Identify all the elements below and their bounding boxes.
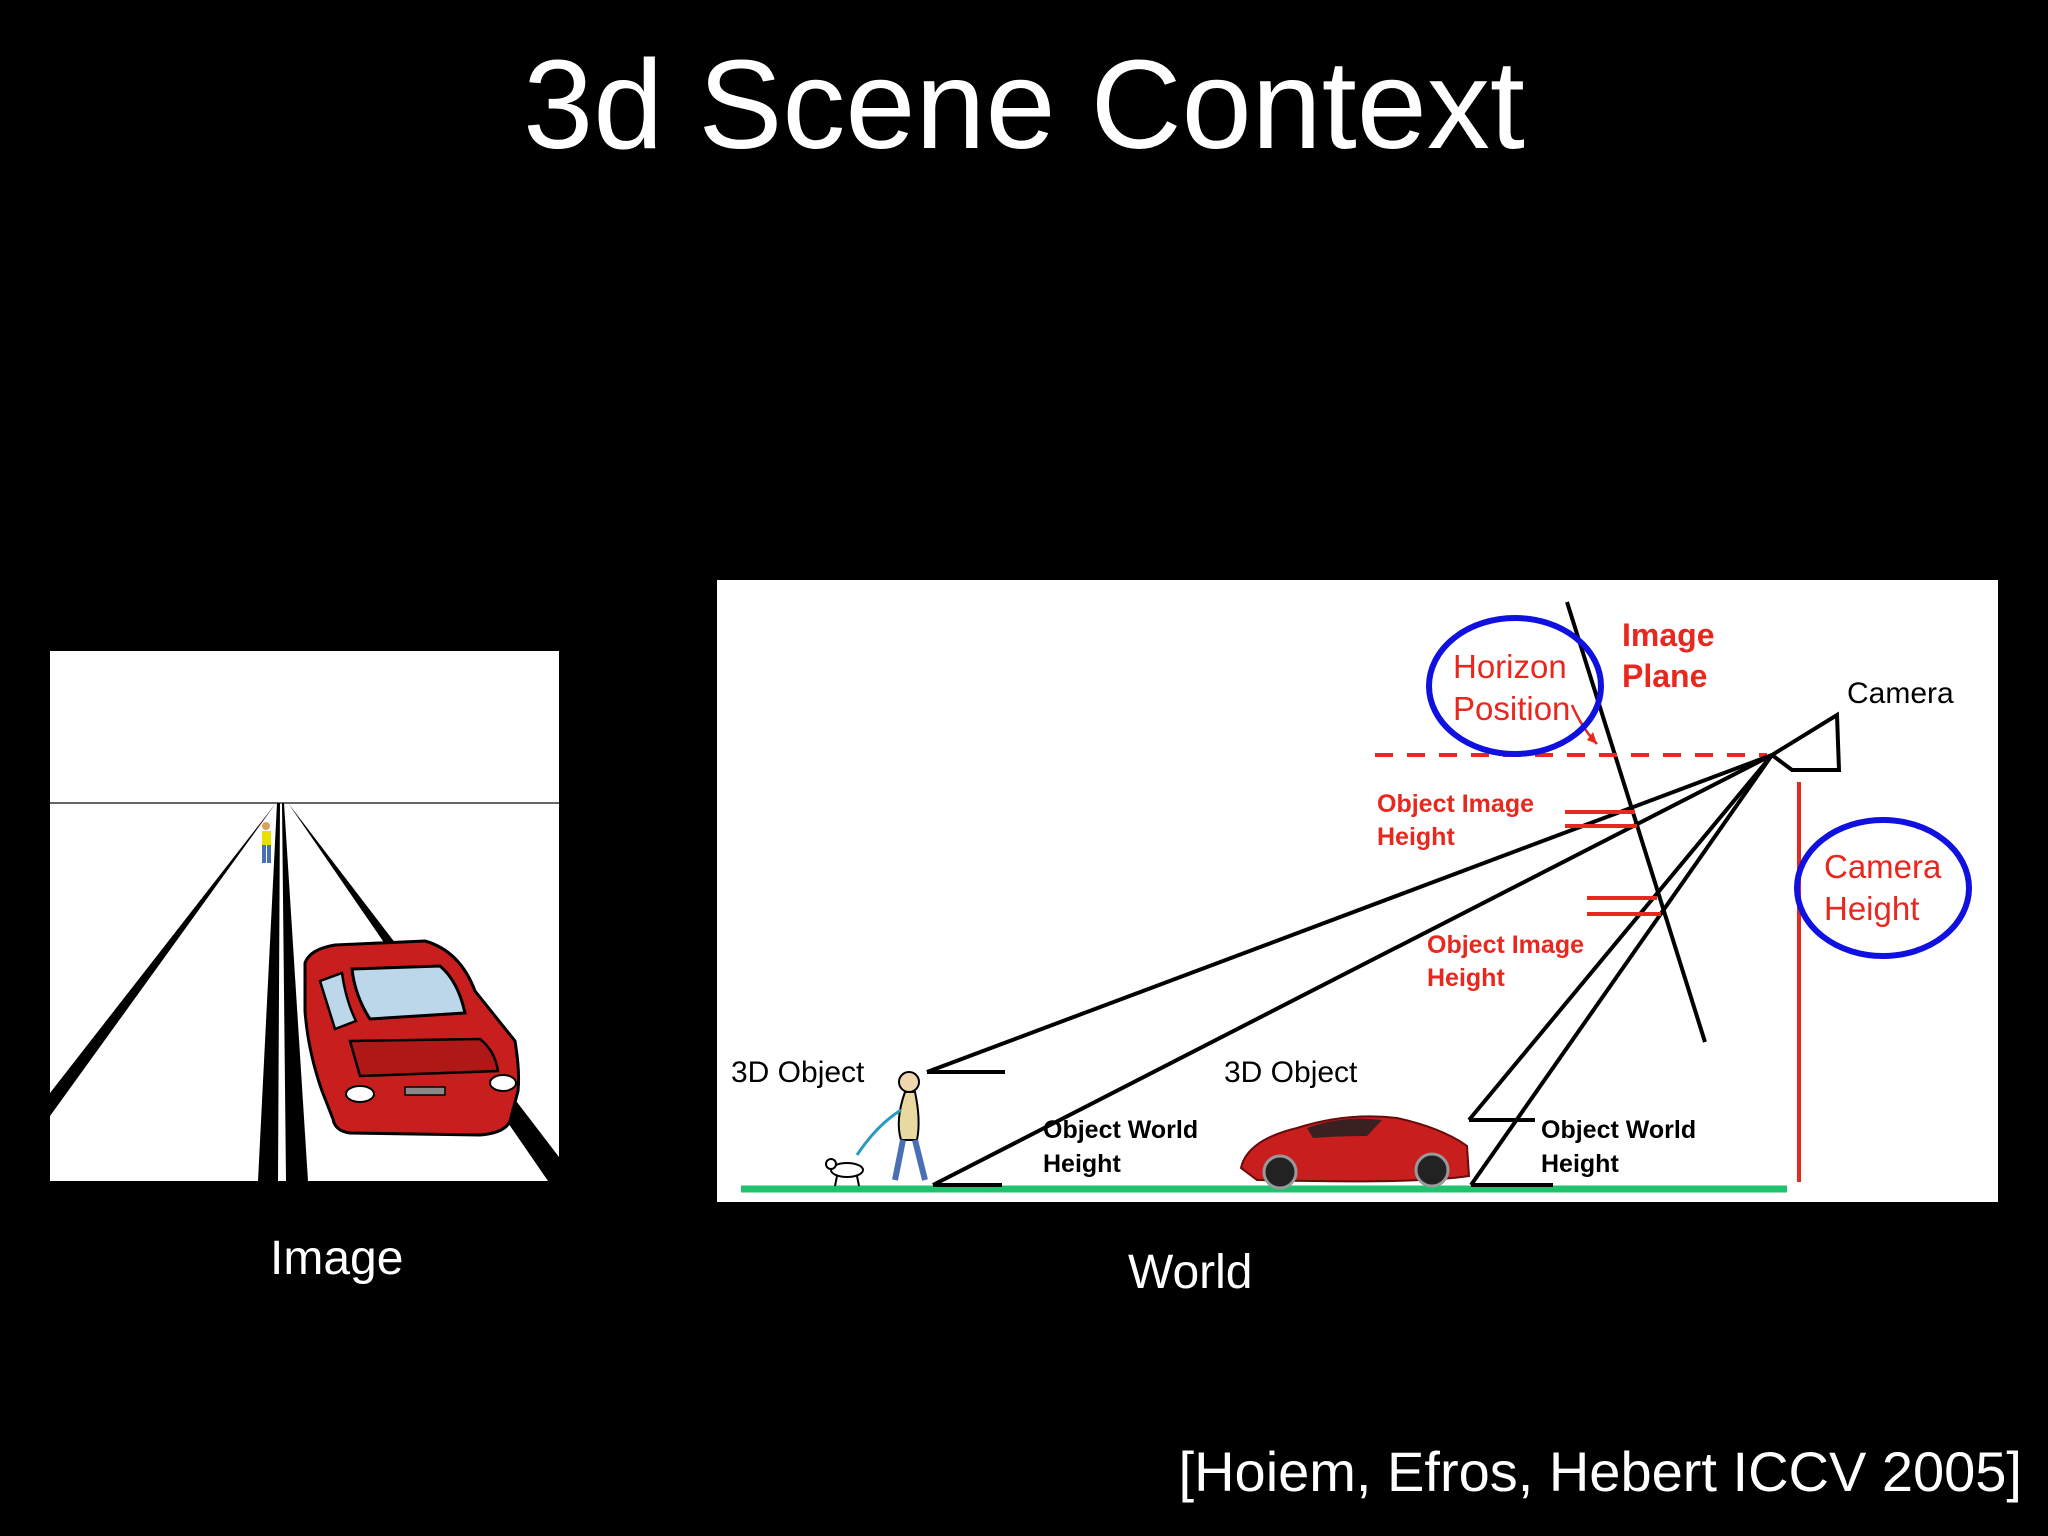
- object-image-height-label-1-line1: Object Image: [1377, 790, 1534, 818]
- slide-title: 3d Scene Context: [523, 34, 1525, 175]
- camera-label: Camera: [1847, 677, 1954, 710]
- horizon-highlight-circle: [1426, 615, 1604, 757]
- object-image-height-label-2-line1: Object Image: [1427, 931, 1584, 959]
- camera-height-label-line1: Camera: [1824, 848, 1942, 885]
- 3d-object-label-2: 3D Object: [1224, 1056, 1358, 1089]
- road-scene-image: [50, 651, 559, 1181]
- object-world-height-label-1-line2: Height: [1043, 1150, 1121, 1178]
- horizon-position-label-line2: Position: [1453, 690, 1570, 727]
- 3d-object-label-1: 3D Object: [731, 1056, 865, 1089]
- camera-shape: [1768, 711, 1842, 772]
- object-image-height-label-2-line2: Height: [1427, 964, 1505, 992]
- diagram-background: [717, 580, 1998, 1202]
- camera-height-highlight-circle: [1794, 817, 1972, 959]
- image-plane-line: [1565, 601, 1707, 1043]
- object-world-height-label-1-line1: Object World: [1043, 1116, 1198, 1144]
- road-center-line-left: [258, 803, 280, 1181]
- image-plane-label-line1: Image: [1622, 617, 1714, 653]
- road-left-edge: [50, 803, 276, 1116]
- pedestrian-figure: [262, 822, 271, 863]
- ray-car-bottom: [1469, 753, 1774, 1187]
- camera-height-label-line2: Height: [1824, 890, 1919, 927]
- road-center-line-right: [282, 803, 308, 1181]
- object-image-height-label-1-line2: Height: [1377, 823, 1455, 851]
- image-plane-label-line2: Plane: [1622, 658, 1707, 694]
- object-world-height-label-2-line2: Height: [1541, 1150, 1619, 1178]
- red-car-illustration: [303, 939, 521, 1137]
- person-walking-dog-illustration: [825, 1071, 928, 1187]
- world-geometry-diagram: Horizon Position Image Plane Camera Came…: [717, 580, 1998, 1202]
- horizon-position-label-line1: Horizon: [1453, 648, 1567, 685]
- world-caption: World: [1128, 1246, 1253, 1299]
- image-caption: Image: [270, 1232, 404, 1285]
- ray-person-top: [926, 753, 1773, 1074]
- citation: [Hoiem, Efros, Hebert ICCV 2005]: [1178, 1440, 2022, 1503]
- red-sports-car-illustration: [1239, 1115, 1471, 1190]
- object-world-height-label-2-line1: Object World: [1541, 1116, 1696, 1144]
- ray-car-top: [1467, 753, 1774, 1122]
